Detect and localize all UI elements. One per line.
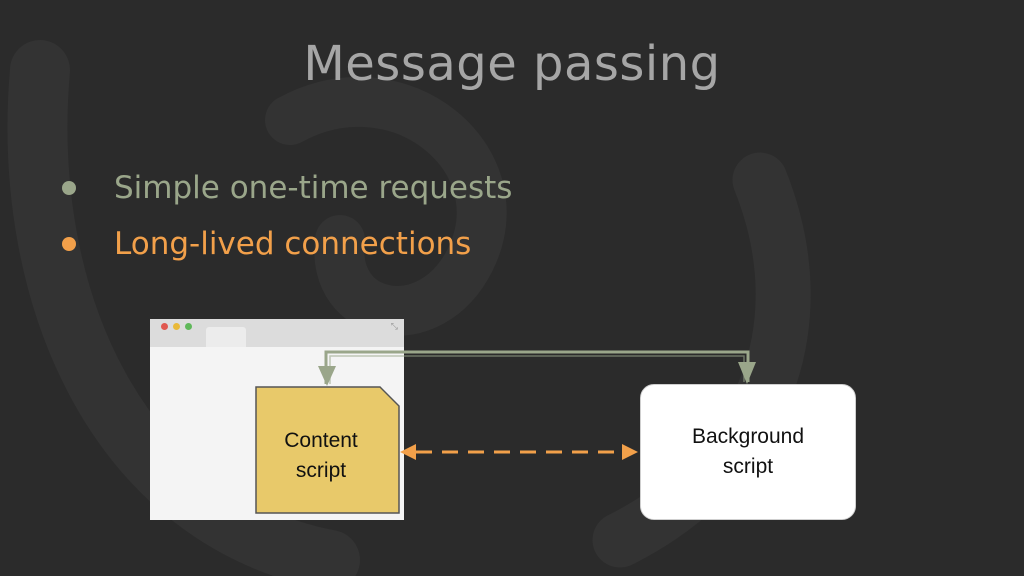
resize-icon: ⤡ <box>390 322 398 332</box>
arrowhead-icon <box>622 444 638 460</box>
long-lived-connection-connector <box>400 444 638 460</box>
bullet-text: Long-lived connections <box>114 226 472 262</box>
one-time-request-connector <box>318 350 756 386</box>
bullet-long-lived-connections: Long-lived connections <box>62 216 512 272</box>
bullet-dot-icon <box>62 237 76 251</box>
background-script-line1: Background <box>691 425 805 448</box>
background-script-box <box>640 384 856 520</box>
arrowhead-icon <box>318 366 336 386</box>
content-script-line2: script <box>295 459 347 482</box>
browser-titlebar: ⤡ <box>150 319 404 347</box>
close-dot-icon <box>161 323 168 330</box>
bullet-text: Simple one-time requests <box>114 170 513 206</box>
bullet-one-time-requests: Simple one-time requests <box>62 160 512 216</box>
background-script-label: Background script <box>640 422 856 482</box>
arrowhead-icon <box>738 362 756 384</box>
slide-title: Message passing <box>303 36 721 92</box>
content-script-line1: Content <box>284 429 358 452</box>
maximize-dot-icon <box>185 323 192 330</box>
content-script-label: Content script <box>255 426 387 486</box>
minimize-dot-icon <box>173 323 180 330</box>
content-script-shape <box>255 386 400 514</box>
arrowhead-icon <box>400 444 416 460</box>
bullet-dot-icon <box>62 181 76 195</box>
background-script-line2: script <box>722 455 774 478</box>
bullet-list: Simple one-time requests Long-lived conn… <box>62 160 512 272</box>
browser-tab <box>206 327 246 347</box>
